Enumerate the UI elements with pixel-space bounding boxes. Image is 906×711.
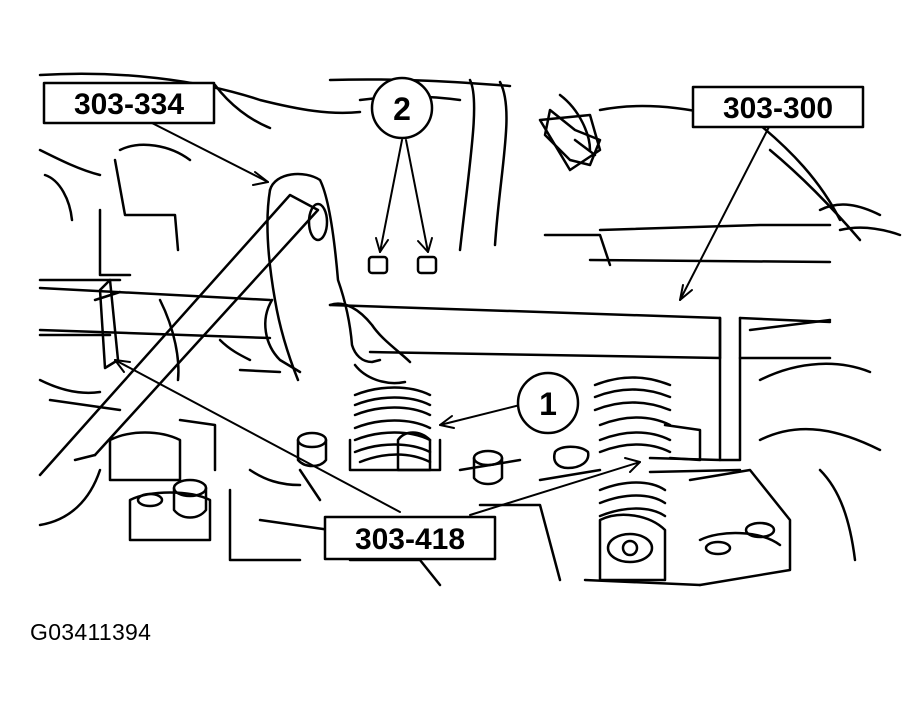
camshaft-rail bbox=[38, 286, 832, 360]
valve-keepers bbox=[367, 255, 438, 275]
callout-2: 2 bbox=[370, 76, 434, 140]
valve-spring-left bbox=[348, 386, 442, 472]
label-303-300: 303-300 bbox=[691, 85, 865, 129]
callout-1: 1 bbox=[516, 371, 580, 435]
bolts bbox=[136, 108, 776, 582]
label-303-418: 303-418 bbox=[323, 515, 497, 561]
leader-lines bbox=[114, 121, 771, 516]
label-303-334: 303-334 bbox=[42, 81, 216, 125]
callout-2-text: 2 bbox=[393, 91, 411, 127]
figure-id-caption: G03411394 bbox=[30, 619, 152, 645]
callout-1-text: 1 bbox=[539, 386, 557, 422]
valve-spring-right bbox=[553, 376, 702, 518]
tool-303-334-head bbox=[264, 172, 412, 385]
label-303-418-text: 303-418 bbox=[355, 523, 465, 556]
label-303-300-text: 303-300 bbox=[723, 92, 833, 125]
label-303-334-text: 303-334 bbox=[74, 88, 184, 121]
